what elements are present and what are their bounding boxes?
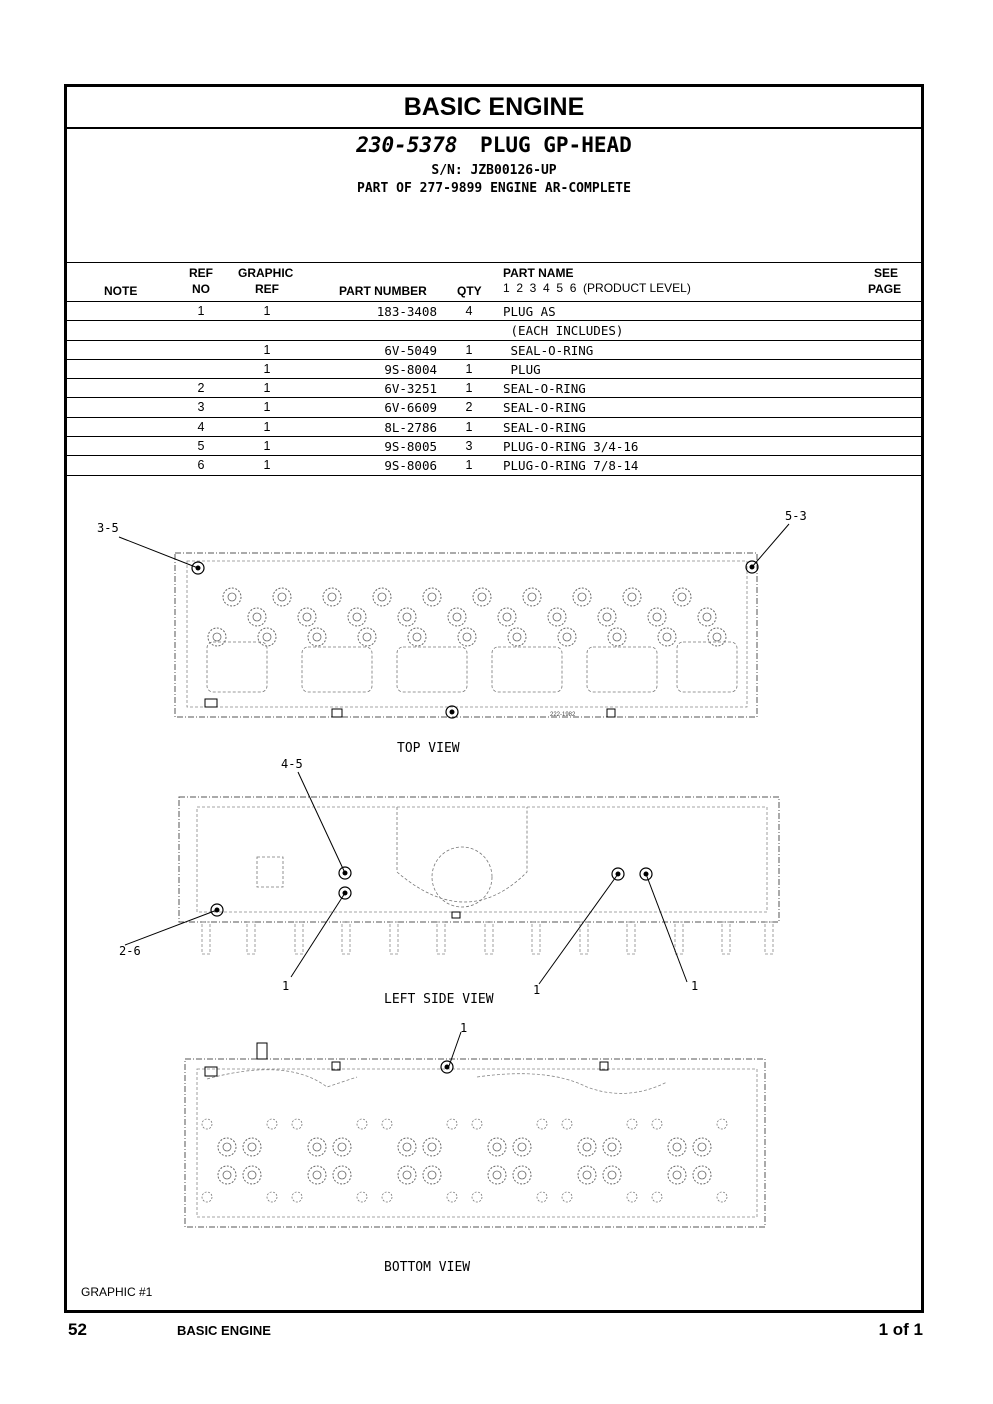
- callout-2-6: 2-6: [119, 944, 141, 958]
- page-title: BASIC ENGINE: [67, 87, 921, 129]
- header-qty: QTY: [457, 284, 482, 298]
- table-header: NOTE REF NO GRAPHIC REF PART NUMBER QTY …: [67, 262, 921, 302]
- cell-part-number: 6V-6609: [384, 400, 437, 416]
- page-count: 1 of 1: [878, 1320, 923, 1339]
- graphic-label: GRAPHIC #1: [81, 1285, 153, 1299]
- cell-part-name: PLUG-O-RING 7/8-14: [503, 458, 639, 474]
- header-ref-top: REF: [189, 266, 213, 280]
- header-part-name: PART NAME: [503, 266, 574, 280]
- table-row: 6 1 9S-8006 1 PLUG-O-RING 7/8-14: [67, 456, 921, 476]
- header-note: NOTE: [104, 284, 138, 298]
- bottom-view-drawing: [184, 1031, 766, 1228]
- cell-qty: 1: [465, 361, 473, 376]
- header-graphic-top: GRAPHIC: [238, 266, 294, 280]
- header-see-bottom: PAGE: [868, 282, 902, 296]
- cell-part-number: 9S-8004: [384, 361, 437, 377]
- cell-part-name: SEAL-O-RING: [503, 400, 586, 416]
- callout-5-3: 5-3: [785, 509, 807, 523]
- cell-part-number: 6V-3251: [384, 381, 437, 397]
- table-row: 3 1 6V-6609 2 SEAL-O-RING: [67, 398, 921, 418]
- serial-number: S/N: JZB00126-UP: [431, 163, 557, 178]
- cell-qty: 3: [465, 439, 473, 454]
- group-title: 230-5378 PLUG GP-HEAD: [67, 133, 921, 157]
- callout-1-right: 1: [691, 979, 698, 993]
- cell-part-number: 8L-2786: [384, 419, 437, 435]
- header-product-level: 1 2 3 4 5 6 (PRODUCT LEVEL): [503, 281, 691, 295]
- cell-ref: 3: [197, 400, 205, 415]
- cell-qty: 2: [465, 400, 473, 415]
- cell-graphic: 1: [263, 458, 271, 473]
- cell-part-name: SEAL-O-RING: [503, 419, 586, 435]
- cell-part-name: (EACH INCLUDES): [503, 323, 624, 339]
- cell-part-name: PLUG AS: [503, 304, 556, 319]
- group-name: PLUG GP-HEAD: [480, 133, 632, 157]
- cell-ref: 5: [197, 439, 205, 454]
- left-side-view-label: LEFT SIDE VIEW: [384, 992, 494, 1007]
- callout-1-bottom: 1: [460, 1021, 467, 1035]
- header-graphic-bottom: REF: [255, 282, 279, 296]
- cell-graphic: 1: [263, 419, 271, 434]
- cell-qty: 1: [465, 342, 473, 357]
- cell-ref: 6: [197, 458, 205, 473]
- cell-part-number: 183-3408: [376, 304, 437, 319]
- table-row: 5 1 9S-8005 3 PLUG-O-RING 3/4-16: [67, 437, 921, 457]
- table-row: 1 9S-8004 1 PLUG: [67, 360, 921, 380]
- cell-graphic: 1: [263, 304, 271, 318]
- table-row: 4 1 8L-2786 1 SEAL-O-RING: [67, 418, 921, 438]
- bottom-view-label: BOTTOM VIEW: [384, 1260, 470, 1275]
- plug-marker: [440, 1060, 454, 1074]
- cell-part-name: PLUG-O-RING 3/4-16: [503, 439, 639, 455]
- cell-graphic: 1: [263, 342, 271, 357]
- top-view-drawing: 222-1982: [118, 523, 790, 719]
- header-part-number: PART NUMBER: [339, 284, 427, 298]
- page-frame: BASIC ENGINE 230-5378 PLUG GP-HEAD S/N: …: [64, 84, 924, 1313]
- footer-section: BASIC ENGINE: [177, 1323, 271, 1338]
- table-row: 1 1 183-3408 4 PLUG AS: [67, 302, 921, 322]
- cell-qty: 4: [465, 304, 473, 318]
- part-of-line: PART OF 277-9899 ENGINE AR-COMPLETE: [357, 181, 631, 196]
- cell-part-number: 6V-5049: [384, 342, 437, 358]
- cell-part-number: 9S-8005: [384, 439, 437, 455]
- callout-4-5: 4-5: [281, 757, 303, 771]
- cell-part-number: 9S-8006: [384, 458, 437, 474]
- header-see-top: SEE: [874, 266, 899, 280]
- cell-graphic: 1: [263, 400, 271, 415]
- cell-qty: 1: [465, 381, 473, 396]
- callout-3-5: 3-5: [97, 521, 119, 535]
- callout-1-left: 1: [282, 979, 289, 993]
- table-row: 1 6V-5049 1 SEAL-O-RING: [67, 341, 921, 360]
- cell-ref: 2: [197, 381, 205, 396]
- cell-qty: 1: [465, 419, 473, 434]
- casting-mark: 222-1982: [550, 712, 576, 718]
- cell-ref: 1: [197, 304, 205, 318]
- plug-marker: [445, 705, 459, 719]
- header-ref-bottom: NO: [192, 282, 210, 296]
- cell-part-name: SEAL-O-RING: [503, 342, 594, 358]
- cell-qty: 1: [465, 458, 473, 473]
- cell-part-name: PLUG: [503, 361, 541, 377]
- page-number: 52: [68, 1320, 87, 1339]
- top-view-label: TOP VIEW: [397, 741, 460, 756]
- parts-drawing: 222-1982 3-5 5-3 TOP VIEW: [97, 509, 807, 1275]
- group-number: 230-5378: [356, 133, 458, 157]
- cell-ref: 4: [197, 419, 205, 434]
- callout-1-middle: 1: [533, 983, 540, 997]
- cell-part-name: SEAL-O-RING: [503, 381, 586, 397]
- cell-graphic: 1: [263, 439, 271, 454]
- cell-graphic: 1: [263, 381, 271, 396]
- cell-graphic: 1: [263, 361, 271, 376]
- left-side-view-drawing: [124, 771, 780, 985]
- table-row: 2 1 6V-3251 1 SEAL-O-RING: [67, 379, 921, 399]
- parts-table: 1 1 183-3408 4 PLUG AS (EACH INCLUDES) 1…: [67, 302, 921, 476]
- table-row: (EACH INCLUDES): [67, 321, 921, 341]
